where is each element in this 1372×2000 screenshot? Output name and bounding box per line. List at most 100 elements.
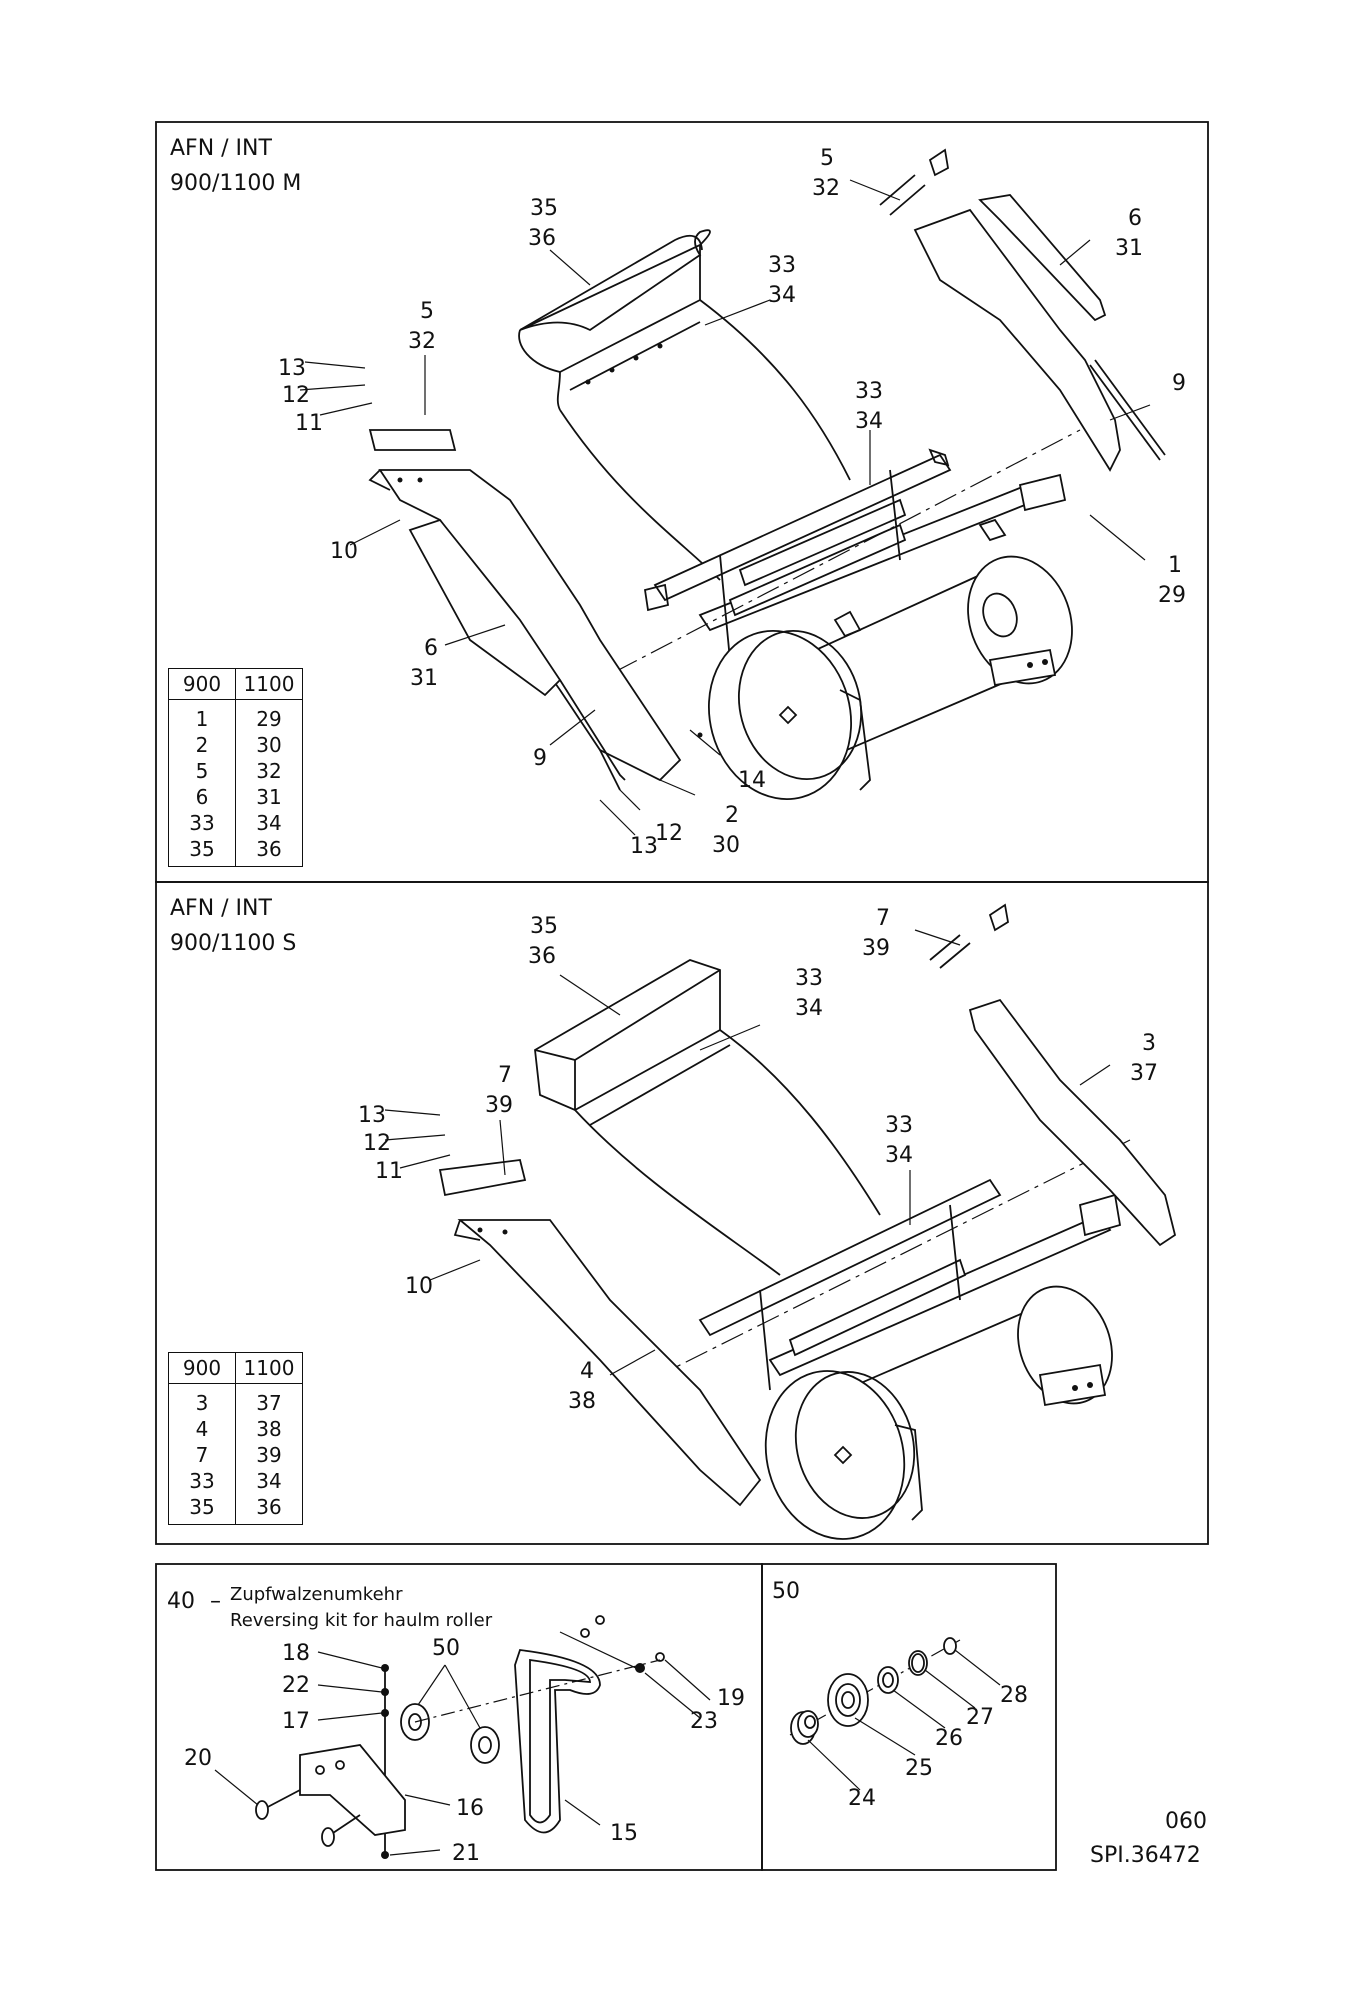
table-header-900: 900 — [168, 1352, 236, 1384]
callout-5: 5 — [820, 146, 834, 171]
callout-25: 25 — [905, 1756, 933, 1781]
panel-detail-frame — [761, 1563, 1057, 1871]
callout-33: 33 — [795, 966, 823, 991]
table-cell: 29 — [235, 699, 303, 732]
table-cell: 2 — [168, 732, 236, 758]
table-cell: 1 — [168, 699, 236, 732]
callout-12: 12 — [363, 1131, 391, 1156]
callout-6: 6 — [424, 636, 438, 661]
table-cell: 34 — [235, 810, 303, 836]
callout-12: 12 — [655, 821, 683, 846]
callout-5: 5 — [420, 299, 434, 324]
panel-detail-leaders — [807, 1649, 1001, 1791]
callout-39: 39 — [862, 936, 890, 961]
callout-13: 13 — [630, 834, 658, 859]
panel-kit-callouts: 18 22 17 20 50 19 23 16 15 21 — [184, 1636, 745, 1866]
callout-13: 13 — [358, 1103, 386, 1128]
callout-32: 32 — [812, 176, 840, 201]
panel-middle-callouts: 35 36 7 39 33 34 3 37 7 39 13 12 11 33 3… — [358, 906, 1158, 1414]
callout-9: 9 — [1172, 371, 1186, 396]
callout-19: 19 — [717, 1686, 745, 1711]
callout-35: 35 — [530, 196, 558, 221]
panel-middle: AFN / INT 900/1100 S — [170, 896, 1177, 1540]
callout-12: 12 — [282, 383, 310, 408]
panel-kit-leaders — [214, 1651, 711, 1856]
callout-16: 16 — [456, 1796, 484, 1821]
panel-middle-frame — [155, 881, 1209, 1545]
table-cell: 6 — [168, 784, 236, 810]
drawing-number: SPI.36472 — [1090, 1843, 1201, 1868]
axle-frame-drawing-s — [649, 1139, 1131, 1540]
table-cell: 39 — [235, 1442, 303, 1468]
table-cell: 32 — [235, 758, 303, 784]
callout-24: 24 — [848, 1786, 876, 1811]
panel-detail-callouts: 28 27 26 25 24 — [848, 1683, 1028, 1811]
panel-middle-leaders — [384, 929, 1111, 1376]
panel-middle-title-2: 900/1100 S — [170, 931, 296, 956]
callout-37: 37 — [1130, 1061, 1158, 1086]
callout-7: 7 — [876, 906, 890, 931]
kit-number: 40 — [167, 1589, 195, 1614]
page-code: 060 — [1165, 1809, 1207, 1834]
table-cell: 4 — [168, 1416, 236, 1442]
callout-15: 15 — [610, 1821, 638, 1846]
table-cell: 34 — [235, 1468, 303, 1494]
callout-11: 11 — [375, 1159, 403, 1184]
table-cell: 33 — [168, 1468, 236, 1494]
callout-33: 33 — [885, 1113, 913, 1138]
left-side-plate-drawing — [368, 429, 703, 791]
table-cell: 31 — [235, 784, 303, 810]
kit-title-de: Zupfwalzenumkehr — [230, 1584, 403, 1605]
callout-22: 22 — [282, 1673, 310, 1698]
kit-dash: – — [210, 1589, 221, 1614]
callout-21: 21 — [452, 1841, 480, 1866]
callout-18: 18 — [282, 1641, 310, 1666]
panel-top-callouts: 5 32 35 36 33 34 6 31 5 32 13 12 11 9 33… — [278, 146, 1186, 859]
guard-shield-drawing — [518, 229, 851, 581]
panel-top-title-2: 900/1100 M — [170, 171, 301, 196]
table-cell: 38 — [235, 1416, 303, 1442]
callout-32: 32 — [408, 329, 436, 354]
callout-23: 23 — [690, 1709, 718, 1734]
callout-26: 26 — [935, 1726, 963, 1751]
callout-10: 10 — [330, 539, 358, 564]
callout-34: 34 — [768, 283, 796, 308]
table-cell: 5 — [168, 758, 236, 784]
callout-4: 4 — [580, 1359, 594, 1384]
detail-number: 50 — [772, 1579, 800, 1604]
callout-34: 34 — [855, 409, 883, 434]
kit-drawing — [255, 1615, 665, 1859]
callout-11: 11 — [295, 411, 323, 436]
callout-13: 13 — [278, 356, 306, 381]
table-cell: 30 — [235, 732, 303, 758]
table-cell: 36 — [235, 836, 303, 867]
callout-20: 20 — [184, 1746, 212, 1771]
callout-34: 34 — [795, 996, 823, 1021]
callout-35: 35 — [530, 914, 558, 939]
callout-7: 7 — [498, 1063, 512, 1088]
callout-29: 29 — [1158, 583, 1186, 608]
callout-10: 10 — [405, 1274, 433, 1299]
table-cell: 37 — [235, 1383, 303, 1416]
callout-38: 38 — [568, 1389, 596, 1414]
table-header-1100: 1100 — [235, 668, 303, 700]
left-side-plate-drawing-s — [438, 1159, 762, 1507]
panel-top-leaders — [299, 179, 1151, 836]
callout-6: 6 — [1128, 206, 1142, 231]
callout-50: 50 — [432, 1636, 460, 1661]
callout-31: 31 — [1115, 236, 1143, 261]
callout-34: 34 — [885, 1143, 913, 1168]
kit-title-en: Reversing kit for haulm roller — [230, 1610, 493, 1631]
callout-3: 3 — [1142, 1031, 1156, 1056]
panel-detail: 50 28 27 26 25 24 — [772, 1579, 1028, 1811]
callout-39: 39 — [485, 1093, 513, 1118]
